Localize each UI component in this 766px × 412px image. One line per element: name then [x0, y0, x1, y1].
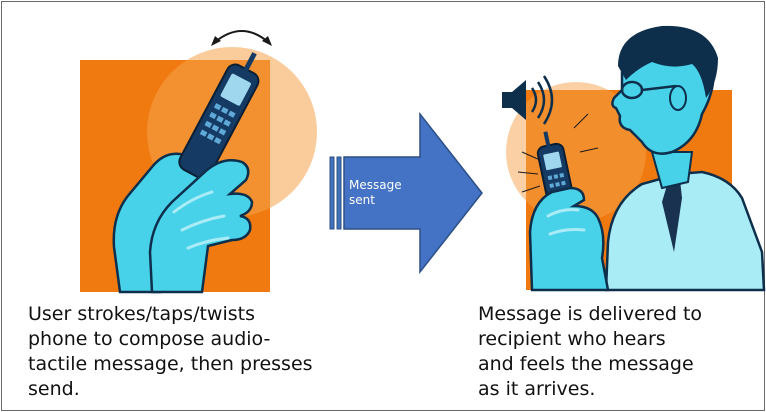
right-illustration — [502, 26, 764, 290]
arrow-label-line2: sent — [349, 193, 375, 207]
left-illustration — [80, 31, 317, 292]
caption-right: Message is delivered to recipient who he… — [478, 302, 766, 402]
caption-left: User strokes/taps/twists phone to compos… — [28, 302, 398, 402]
rotate-arrow-icon — [211, 31, 272, 46]
arrow-label-line1: Message — [349, 178, 402, 192]
arrow-stripe-2 — [337, 157, 341, 229]
message-sent-arrow: Message sent — [330, 114, 482, 272]
arrow-stripe-1 — [330, 157, 334, 229]
speaker-icon — [502, 80, 526, 120]
recipient-ear — [670, 86, 686, 110]
